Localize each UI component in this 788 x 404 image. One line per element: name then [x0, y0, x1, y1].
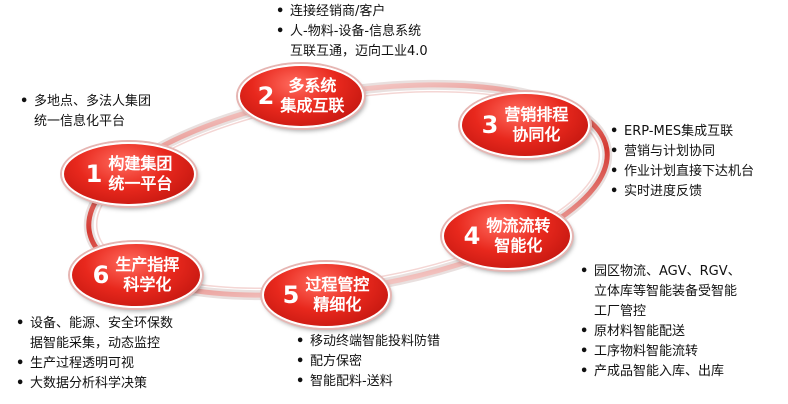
node-6-label: 生产指挥科学化	[115, 255, 180, 294]
list-item: • 产成品智能入库、出库	[580, 362, 741, 382]
bullet-icon: •	[610, 124, 619, 139]
node-6-bullets: • 设备、能源、安全环保数据智能采集，动态监控 • 生产过程透明可视 • 大数据…	[16, 314, 173, 394]
node-3-label: 营销排程协同化	[504, 105, 569, 144]
list-item: • 工序物料智能流转	[580, 342, 741, 362]
node-3-marketing-scheduling: 3 营销排程协同化	[460, 92, 590, 158]
node-5-label: 过程管控精细化	[305, 275, 370, 314]
list-item: • 连接经销商/客户	[276, 2, 428, 22]
node-3-bubble	[460, 92, 590, 158]
list-item: • 设备、能源、安全环保数据智能采集，动态监控	[16, 314, 173, 354]
node-2-system-integration: 2 多系统集成互联	[238, 64, 364, 128]
list-item: • 移动终端智能投料防错	[296, 332, 440, 352]
node-5-number: 5	[282, 281, 300, 309]
node-5-bubble	[262, 262, 390, 328]
node-1-bullets: • 多地点、多法人集团统一信息化平台	[20, 92, 151, 132]
list-item: • 大数据分析科学决策	[16, 374, 173, 394]
node-1-number: 1	[85, 160, 103, 188]
node-1-label: 构建集团统一平台	[108, 154, 173, 193]
node-5-bullets: • 移动终端智能投料防错 • 配方保密 • 智能配料-送料	[296, 332, 440, 392]
bullet-icon: •	[16, 356, 25, 371]
node-3-bullets: • ERP-MES集成互联 • 营销与计划协同 • 作业计划直接下达机台 • 实…	[610, 122, 754, 202]
list-item: • 生产过程透明可视	[16, 354, 173, 374]
node-4-logistics-intelligence: 4 物流流转智能化	[442, 202, 572, 270]
list-item: • 智能配料-送料	[296, 372, 440, 392]
list-item: • 原材料智能配送	[580, 322, 741, 342]
node-5-process-control: 5 过程管控精细化	[262, 262, 390, 328]
list-item: • 实时进度反馈	[610, 182, 754, 202]
bullet-icon: •	[296, 334, 305, 349]
node-2-number: 2	[257, 82, 275, 110]
node-4-number: 4	[463, 222, 481, 250]
list-item: • 多地点、多法人集团统一信息化平台	[20, 92, 151, 132]
bullet-icon: •	[610, 144, 619, 159]
node-2-bubble	[238, 64, 364, 128]
bullet-icon: •	[610, 184, 619, 199]
bullet-icon: •	[580, 324, 589, 339]
list-item: • 营销与计划协同	[610, 142, 754, 162]
bullet-icon: •	[580, 364, 589, 379]
bullet-icon: •	[276, 4, 285, 19]
bullet-icon: •	[20, 94, 29, 109]
bullet-icon: •	[16, 376, 25, 391]
bullet-icon: •	[16, 316, 25, 331]
list-item: • 作业计划直接下达机台	[610, 162, 754, 182]
node-2-bullets: • 连接经销商/客户 • 人-物料-设备-信息系统互联互通，迈向工业4.0	[276, 2, 428, 62]
list-item: • 人-物料-设备-信息系统互联互通，迈向工业4.0	[276, 22, 428, 62]
node-1-build-group-platform: 1 构建集团统一平台	[62, 142, 196, 206]
node-3-number: 3	[481, 111, 499, 139]
list-item: • 配方保密	[296, 352, 440, 372]
bullet-icon: •	[276, 24, 285, 39]
node-4-bubble	[442, 202, 572, 270]
list-item: • 园区物流、AGV、RGV、立体库等智能装备受智能工厂管控	[580, 262, 741, 322]
bullet-icon: •	[580, 264, 589, 279]
node-4-bullets: • 园区物流、AGV、RGV、立体库等智能装备受智能工厂管控 • 原材料智能配送…	[580, 262, 741, 382]
bullet-icon: •	[296, 374, 305, 389]
bullet-icon: •	[610, 164, 619, 179]
bullet-icon: •	[296, 354, 305, 369]
node-6-production-command: 6 生产指挥科学化	[70, 242, 202, 308]
node-1-bubble	[62, 142, 196, 206]
list-item: • ERP-MES集成互联	[610, 122, 754, 142]
node-6-number: 6	[92, 261, 110, 289]
node-4-label: 物流流转智能化	[486, 216, 551, 255]
node-6-bubble	[70, 242, 202, 308]
bullet-icon: •	[580, 344, 589, 359]
node-2-label: 多系统集成互联	[280, 76, 345, 115]
